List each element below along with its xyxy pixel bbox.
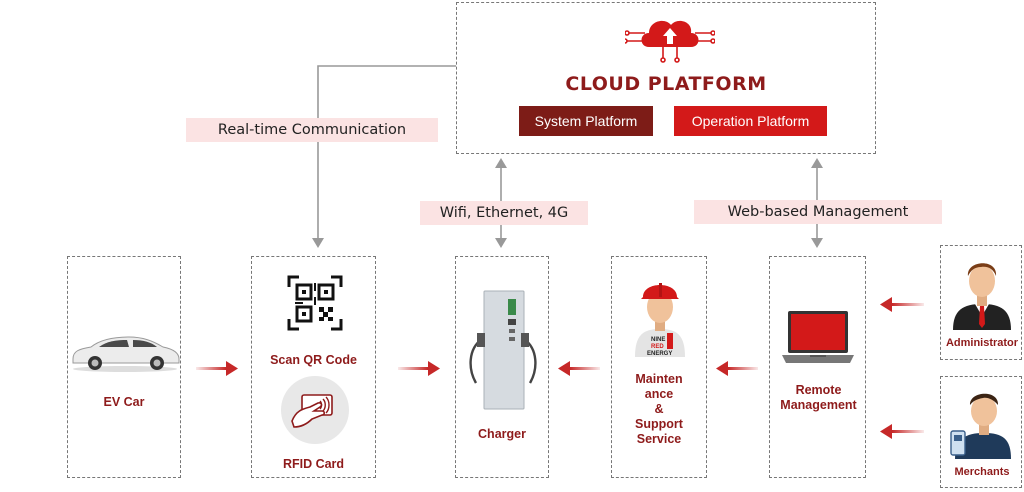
scan-qr-label: Scan QR Code — [270, 353, 357, 367]
remote-management-label: Remote Management — [766, 383, 871, 413]
web-management-tag: Web-based Management — [694, 200, 942, 224]
maintenance-label-line-5: Service — [636, 432, 682, 446]
charger-icon — [469, 290, 537, 410]
worker-icon: NINE RED ENERGY — [635, 283, 685, 357]
ev-car-label: EV Car — [103, 395, 145, 409]
merchants-label: Merchants — [954, 466, 1010, 478]
realtime-arrowhead — [312, 238, 324, 248]
system-platform-label: System Platform — [519, 106, 653, 136]
realtime-connector — [317, 65, 456, 244]
cloud-platform-title: CLOUD PLATFORM — [565, 73, 767, 95]
rfid-card-icon — [281, 376, 349, 444]
administrator-box: Administrator — [940, 245, 1022, 360]
shirt-text-1: NINE — [651, 337, 665, 343]
arrow-remote-to-maintenance — [716, 361, 758, 376]
merchants-box: Merchants — [940, 376, 1022, 488]
rfid-card-label: RFID Card — [282, 457, 345, 471]
remote-management-box: Remote Management — [769, 256, 866, 478]
ev-car-box: EV Car — [67, 256, 181, 478]
arrow-scan-to-charger — [398, 361, 440, 376]
maintenance-label-line-4: Support — [635, 417, 683, 431]
arrow-administrator-to-remote — [880, 297, 924, 312]
ev-car-icon — [72, 336, 180, 372]
arrow-merchants-to-remote — [880, 424, 924, 439]
wifi-ethernet-4g-tag: Wifi, Ethernet, 4G — [420, 201, 588, 225]
remote-label-line-1: Remote — [795, 383, 842, 397]
maintenance-label-line-1: Mainten — [635, 372, 683, 386]
shirt-text-2: RED — [651, 344, 664, 350]
qr-code-icon — [287, 275, 343, 331]
administrator-label: Administrator — [945, 337, 1019, 349]
realtime-communication-tag: Real-time Communication — [186, 118, 438, 142]
wifi-arrowhead-up — [495, 158, 507, 168]
shirt-text-3: ENERGY — [647, 351, 672, 357]
merchant-avatar-icon — [950, 393, 1011, 459]
maintenance-box: NINE RED ENERGY Mainten ance & Support S… — [611, 256, 707, 478]
cloud-platform-box: CLOUD PLATFORM System Platform Operation… — [456, 2, 876, 154]
maintenance-label-line-3: & — [654, 402, 664, 416]
wifi-arrowhead-down — [495, 238, 507, 248]
administrator-avatar-icon — [953, 263, 1011, 330]
charger-label: Charger — [478, 427, 526, 441]
charger-box: Charger — [455, 256, 549, 478]
web-arrowhead-down — [811, 238, 823, 248]
scan-rfid-box: Scan QR Code RFID Card — [251, 256, 376, 478]
operation-platform-label: Operation Platform — [674, 106, 827, 136]
arrow-ev-to-scan — [196, 361, 238, 376]
web-arrowhead-up — [811, 158, 823, 168]
laptop-icon — [782, 311, 854, 363]
maintenance-label: Mainten ance & Support Service — [612, 372, 706, 447]
remote-label-line-2: Management — [780, 398, 857, 412]
maintenance-label-line-2: ance — [644, 387, 674, 401]
arrow-maintenance-to-charger — [558, 361, 600, 376]
cloud-upload-icon — [625, 20, 715, 63]
